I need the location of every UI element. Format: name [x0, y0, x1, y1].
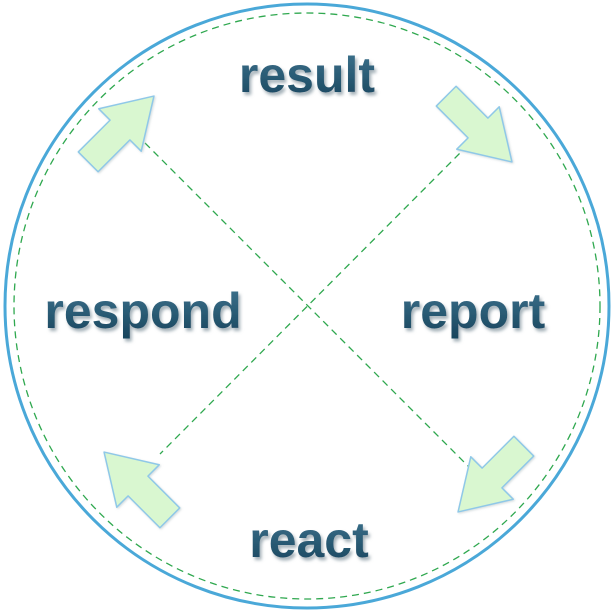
word-right: report: [401, 283, 546, 339]
word-top: result: [239, 47, 376, 103]
word-left: respond: [44, 283, 241, 339]
diagonal-line-tl-br: [144, 142, 473, 471]
word-bottom: react: [249, 512, 369, 568]
arrow-down-right-icon: [435, 85, 513, 163]
inner-dashed-circle: [13, 12, 601, 600]
arrow-down-left-icon: [457, 435, 535, 513]
arrow-up-right-icon: [77, 95, 155, 173]
diagonal-line-tr-bl: [159, 144, 469, 455]
arrow-up-left-icon: [103, 451, 181, 529]
